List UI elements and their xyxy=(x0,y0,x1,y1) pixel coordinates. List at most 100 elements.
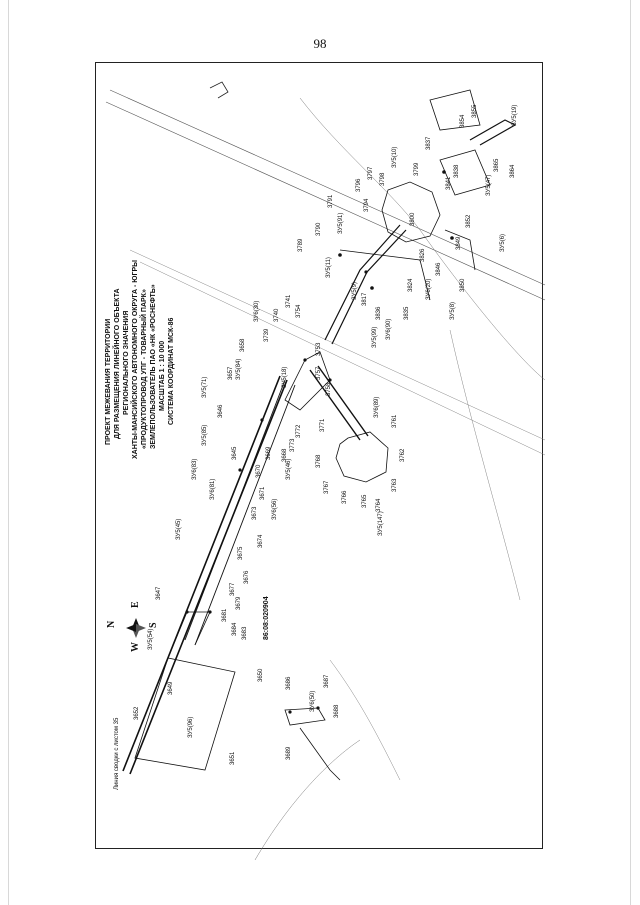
label-zu50: ЗУ6(50) xyxy=(310,691,316,712)
label-3761: 3761 xyxy=(392,414,398,428)
plot-zu50 xyxy=(284,707,326,726)
label-3800: 3800 xyxy=(410,212,416,226)
label-3765: 3765 xyxy=(362,494,368,508)
edge-note: Линия сводки с листом 35 xyxy=(114,717,120,790)
label-3646: 3646 xyxy=(218,404,224,418)
label-zu9: ЗУ5(9) xyxy=(352,282,358,300)
label-zu81: ЗУ6(81) xyxy=(210,479,216,500)
label-3645: 3645 xyxy=(232,446,238,460)
label-3679: 3679 xyxy=(236,596,242,610)
label-zu30: ЗУ6(30) xyxy=(254,301,260,322)
label-3688: 3688 xyxy=(334,704,340,718)
map-frame xyxy=(95,62,543,849)
pipe-northeast xyxy=(469,119,517,146)
plot-zu8 xyxy=(444,229,476,271)
title-line-2: ДЛЯ РАЗМЕЩЕНИЯ ЛИНЕЙНОГО ОБЪЕКТА xyxy=(112,289,121,440)
well-pad-octagon-2 xyxy=(381,181,441,243)
map-title-block: ПРОЕКТ МЕЖЕВАНИЯ ТЕРРИТОРИИ ДЛЯ РАЗМЕЩЕН… xyxy=(105,260,175,459)
label-3798: 3798 xyxy=(380,172,386,186)
label-3684: 3684 xyxy=(232,622,238,636)
stream-line xyxy=(299,97,546,381)
title-line-8: СИСТЕМА КООРДИНАТ МСК-86 xyxy=(168,317,175,425)
plot-zu47 xyxy=(439,149,491,196)
label-3689: 3689 xyxy=(286,746,292,760)
label-zu96: ЗУ5(96) xyxy=(188,717,194,738)
label-zu84: ЗУ5(84) xyxy=(236,359,242,380)
label-3652: 3652 xyxy=(134,706,140,720)
label-zu19: ЗУ5(19) xyxy=(512,105,518,126)
label-3647: 3647 xyxy=(156,586,162,600)
pipe-to-octagon-2 xyxy=(317,365,369,437)
scan-edge-left xyxy=(8,0,9,905)
label-3669: 3669 xyxy=(266,446,272,460)
pipe-to-octagon xyxy=(309,369,361,441)
label-3796: 3796 xyxy=(356,178,362,192)
pipeline-corridor-2 xyxy=(129,379,288,775)
label-zu45: ЗУ5(45) xyxy=(176,519,182,540)
label-3772: 3772 xyxy=(296,424,302,438)
label-3677: 3677 xyxy=(230,582,236,596)
label-3675: 3675 xyxy=(238,546,244,560)
compass-s: S xyxy=(148,622,159,628)
compass-n: N xyxy=(106,620,117,628)
page-number: 98 xyxy=(313,36,327,51)
pipeline-corridor-1 xyxy=(122,375,281,772)
label-3838: 3838 xyxy=(454,164,460,178)
plot-boundary xyxy=(167,611,211,659)
point-labels: 3652 3649 3651 3650 3647 3683 3684 3681 … xyxy=(134,104,518,765)
label-3791: 3791 xyxy=(328,194,334,208)
title-line-7: МАСШТАБ 1 : 10 000 xyxy=(159,341,166,411)
label-zu85: ЗУ5(85) xyxy=(202,425,208,446)
label-zu83: ЗУ6(83) xyxy=(192,459,198,480)
label-zu11: ЗУ5(11) xyxy=(326,257,332,278)
plot-zu19 xyxy=(429,89,481,131)
label-3797: 3797 xyxy=(368,166,374,180)
label-3865: 3865 xyxy=(494,158,500,172)
label-zu6: ЗУ5(6) xyxy=(500,234,506,252)
pipe-north xyxy=(324,224,401,341)
label-3671: 3671 xyxy=(260,486,266,500)
label-3762: 3762 xyxy=(400,448,406,462)
pipeline-branch-2 xyxy=(194,384,296,646)
label-3849: 3849 xyxy=(456,236,462,250)
label-3837: 3837 xyxy=(426,136,432,150)
label-zu90: ЗУ6(90) xyxy=(386,319,392,340)
label-zu147: ЗУ5(147) xyxy=(378,511,384,536)
label-3799: 3799 xyxy=(414,162,420,176)
label-3846: 3846 xyxy=(436,262,442,276)
title-line-4: ХАНТЫ-МАНСИЙСКОГО АВТОНОМНОГО ОКРУГА - Ю… xyxy=(130,260,139,459)
access-road xyxy=(299,727,341,781)
label-zu54: ЗУ5(54) xyxy=(148,629,154,650)
label-3649: 3649 xyxy=(168,681,174,695)
compass-rose: N S E W xyxy=(106,601,159,652)
label-3826: 3826 xyxy=(420,248,426,262)
plot-central xyxy=(284,351,331,411)
label-3789: 3789 xyxy=(298,238,304,252)
label-3658: 3658 xyxy=(240,338,246,352)
marker-symbol xyxy=(209,81,229,99)
plot-zu20 xyxy=(339,249,431,301)
label-3683: 3683 xyxy=(242,626,248,640)
label-3763: 3763 xyxy=(392,478,398,492)
survey-line xyxy=(449,329,521,601)
label-3768: 3768 xyxy=(316,454,322,468)
label-3674: 3674 xyxy=(258,534,264,548)
label-3855: 3855 xyxy=(472,104,478,118)
road-edge-2 xyxy=(105,101,546,301)
road-edge-1 xyxy=(109,89,546,286)
pipe-north-2 xyxy=(331,229,407,345)
label-3657: 3657 xyxy=(228,366,234,380)
title-line-3: РЕГИОНАЛЬНОГО ЗНАЧЕНИЯ xyxy=(123,311,130,415)
label-3676: 3676 xyxy=(244,570,250,584)
label-zu18: ЗУ5(18) xyxy=(282,367,288,388)
label-zu46: ЗУ5(46) xyxy=(286,459,292,480)
label-3766: 3766 xyxy=(342,490,348,504)
title-line-5: «ПРОДУКТОПРОВОД УПГ - ТОВАРНЫЙ ПАРК» xyxy=(139,289,148,449)
label-3852: 3852 xyxy=(466,214,472,228)
label-3771: 3771 xyxy=(320,418,326,432)
label-3850: 3850 xyxy=(460,278,466,292)
label-3773: 3773 xyxy=(290,438,296,452)
label-3668: 3668 xyxy=(282,448,288,462)
label-3740: 3740 xyxy=(274,308,280,322)
